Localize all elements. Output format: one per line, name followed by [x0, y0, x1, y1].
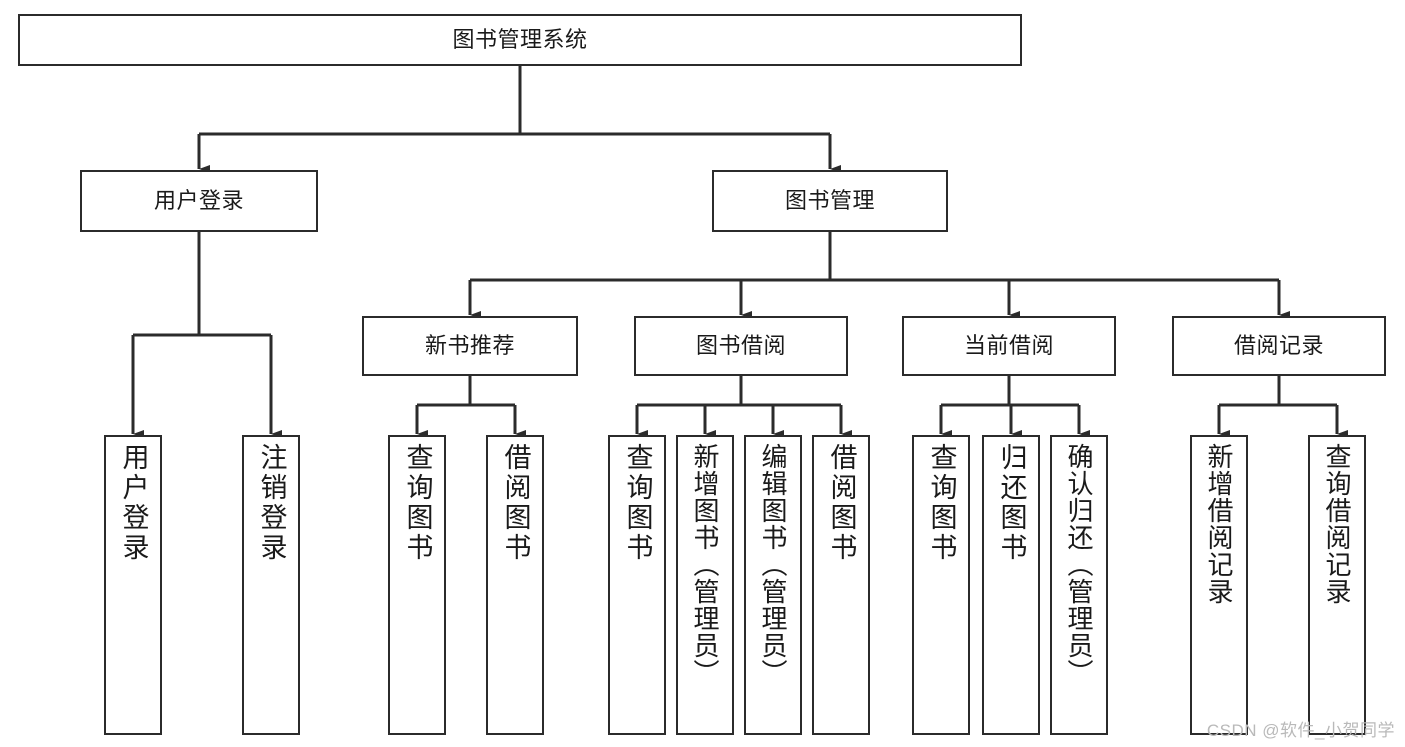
node-user-login[interactable]: 用户登录 [80, 170, 318, 232]
node-book-borrow[interactable]: 图书借阅 [634, 316, 848, 376]
node-label-leaf-borrow-book-1: 借阅图书 [500, 443, 531, 563]
node-label-leaf-query-book-1: 查询图书 [402, 443, 433, 563]
node-new-book-rec[interactable]: 新书推荐 [362, 316, 578, 376]
node-label-leaf-add-book: 新增图书（管理员） [690, 443, 720, 686]
node-book-manage[interactable]: 图书管理 [712, 170, 948, 232]
node-label-leaf-confirm-return: 确认归还（管理员） [1064, 443, 1094, 686]
node-label-root: 图书管理系统 [452, 27, 588, 53]
node-leaf-add-book[interactable]: 新增图书（管理员） [676, 435, 734, 735]
node-leaf-confirm-return[interactable]: 确认归还（管理员） [1050, 435, 1108, 735]
node-label-leaf-return-book: 归还图书 [996, 443, 1027, 563]
node-leaf-return-book[interactable]: 归还图书 [982, 435, 1040, 735]
node-leaf-borrow-book-1[interactable]: 借阅图书 [486, 435, 544, 735]
node-leaf-user-login[interactable]: 用户登录 [104, 435, 162, 735]
node-leaf-query-record[interactable]: 查询借阅记录 [1308, 435, 1366, 735]
node-label-leaf-query-book-2: 查询图书 [622, 443, 653, 563]
node-label-borrow-record: 借阅记录 [1233, 333, 1324, 359]
node-label-user-login: 用户登录 [153, 188, 244, 214]
node-borrow-record[interactable]: 借阅记录 [1172, 316, 1386, 376]
node-label-leaf-borrow-book-2: 借阅图书 [826, 443, 857, 563]
node-label-leaf-user-login: 用户登录 [118, 443, 149, 563]
node-label-book-manage: 图书管理 [784, 188, 875, 214]
node-leaf-logout[interactable]: 注销登录 [242, 435, 300, 735]
node-leaf-query-book-1[interactable]: 查询图书 [388, 435, 446, 735]
node-label-leaf-add-record: 新增借阅记录 [1204, 443, 1234, 605]
node-label-current-borrow: 当前借阅 [963, 333, 1054, 359]
node-root[interactable]: 图书管理系统 [18, 14, 1022, 66]
node-label-book-borrow: 图书借阅 [695, 333, 786, 359]
node-leaf-query-book-3[interactable]: 查询图书 [912, 435, 970, 735]
node-label-leaf-query-record: 查询借阅记录 [1322, 443, 1352, 605]
node-current-borrow[interactable]: 当前借阅 [902, 316, 1116, 376]
node-leaf-borrow-book-2[interactable]: 借阅图书 [812, 435, 870, 735]
node-label-new-book-rec: 新书推荐 [424, 333, 515, 359]
node-leaf-add-record[interactable]: 新增借阅记录 [1190, 435, 1248, 735]
node-leaf-query-book-2[interactable]: 查询图书 [608, 435, 666, 735]
node-label-leaf-edit-book: 编辑图书（管理员） [758, 443, 788, 686]
node-label-leaf-query-book-3: 查询图书 [926, 443, 957, 563]
node-label-leaf-logout: 注销登录 [256, 443, 287, 563]
node-leaf-edit-book[interactable]: 编辑图书（管理员） [744, 435, 802, 735]
